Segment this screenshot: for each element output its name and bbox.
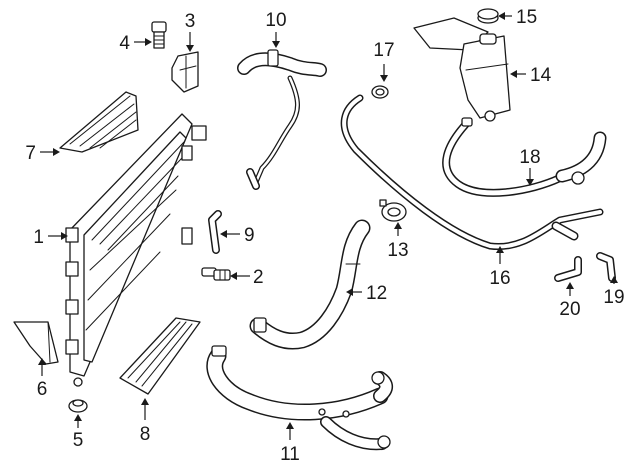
callout-leaders bbox=[38, 12, 618, 440]
drain-plug bbox=[201, 267, 231, 281]
elbow-hose-19 bbox=[596, 252, 616, 282]
callout-labels: 1 2 3 4 5 6 7 8 9 10 11 12 13 14 15 16 1… bbox=[25, 7, 624, 465]
overflow-tube bbox=[340, 94, 604, 251]
side-air-shield bbox=[13, 321, 59, 365]
retaining-clip bbox=[371, 85, 389, 99]
lower-air-deflector bbox=[119, 317, 201, 395]
callout-15: 15 bbox=[516, 7, 537, 28]
elbow-hose-20 bbox=[554, 256, 582, 282]
callout-4: 4 bbox=[119, 33, 130, 54]
callout-16: 16 bbox=[489, 268, 510, 289]
callout-2: 2 bbox=[253, 267, 264, 288]
callout-5: 5 bbox=[73, 430, 84, 451]
callout-13: 13 bbox=[387, 240, 408, 261]
callout-18: 18 bbox=[519, 147, 540, 168]
bolt bbox=[151, 21, 167, 49]
callout-7: 7 bbox=[25, 143, 36, 164]
callout-17: 17 bbox=[373, 40, 394, 61]
coolant-reservoir bbox=[413, 17, 511, 122]
callout-14: 14 bbox=[530, 65, 552, 86]
insulator bbox=[68, 399, 88, 413]
callout-12: 12 bbox=[366, 283, 387, 304]
reservoir-hose bbox=[442, 117, 607, 197]
callout-8: 8 bbox=[140, 424, 151, 445]
callout-6: 6 bbox=[37, 379, 48, 400]
hose-clamp bbox=[379, 199, 407, 222]
callout-19: 19 bbox=[603, 287, 624, 308]
upper-air-deflector bbox=[59, 91, 139, 153]
callout-20: 20 bbox=[559, 299, 580, 320]
upper-radiator-hose bbox=[237, 49, 327, 190]
lower-radiator-hose bbox=[206, 345, 393, 451]
radiator bbox=[65, 113, 207, 387]
reservoir-cap bbox=[477, 8, 499, 24]
radiator-inlet-hose bbox=[249, 219, 371, 350]
bypass-hose bbox=[208, 210, 222, 254]
callout-1: 1 bbox=[33, 227, 44, 248]
callout-3: 3 bbox=[185, 11, 196, 32]
callout-9: 9 bbox=[244, 225, 255, 246]
callout-11: 11 bbox=[280, 444, 300, 465]
callout-10: 10 bbox=[265, 10, 286, 31]
mounting-bracket bbox=[171, 51, 199, 93]
